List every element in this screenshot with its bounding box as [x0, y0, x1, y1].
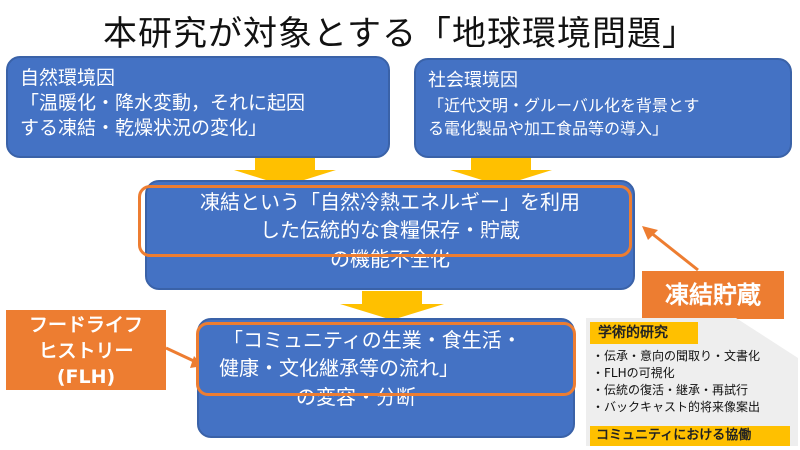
research-footer: コミュニティにおける協働	[590, 426, 790, 446]
flh-pointer-line	[165, 346, 197, 364]
down-arrow-natural	[234, 158, 336, 186]
freeze-line-2: した伝統的な食糧保存・貯蔵	[260, 218, 520, 242]
natural-factor-box: 自然環境因 「温暖化・降水変動，それに起因 する凍結・乾燥状況の変化」	[6, 56, 390, 158]
social-line-1: 「近代文明・グルーバル化を背景とす	[428, 96, 700, 115]
storage-pointer-line	[649, 230, 699, 272]
social-line-2: る電化製品や加工食品等の導入」	[428, 119, 669, 138]
frozen-storage-label: 凍結貯蔵	[642, 271, 784, 319]
down-arrow-social	[450, 158, 552, 186]
change-line-1: 「コミュニティの生業・食生活・	[223, 328, 522, 352]
flh-line-3: (FLH)	[56, 366, 116, 388]
natural-line-2: する凍結・乾燥状況の変化」	[20, 117, 268, 139]
research-item: ・伝統の復活・継承・再試行	[592, 383, 749, 397]
change-highlight-outline	[196, 322, 576, 396]
page-title: 本研究が対象とする「地球環境問題」	[103, 14, 697, 54]
research-panel-bg	[586, 318, 798, 446]
natural-heading: 自然環境因	[20, 67, 116, 89]
flh-line-2: ヒストリー	[38, 340, 134, 362]
food-life-history-label: フードライフ ヒストリー (FLH)	[6, 310, 166, 390]
change-line-3: の変容・分断	[296, 385, 416, 409]
natural-line-1: 「温暖化・降水変動，それに起因	[20, 92, 306, 114]
freeze-dysfunction-box: 凍結という「自然冷熱エネルギー」を利用 した伝統的な食糧保存・貯蔵 の機能不全化	[145, 180, 635, 290]
research-item: ・伝承・意向の聞取り・文書化	[592, 349, 761, 363]
social-heading: 社会環境因	[428, 70, 518, 91]
freeze-line-3: の機能不全化	[330, 247, 450, 271]
research-list: ・伝承・意向の聞取り・文書化 ・FLHの可視化 ・伝統の復活・継承・再試行 ・バ…	[592, 348, 760, 416]
freeze-line-1: 凍結という「自然冷熱エネルギー」を利用	[200, 190, 580, 214]
academic-research-panel: 学術的研究 ・伝承・意向の聞取り・文書化 ・FLHの可視化 ・伝統の復活・継承・…	[586, 318, 798, 446]
research-title: 学術的研究	[590, 322, 698, 344]
research-item: ・FLHの可視化	[592, 366, 675, 380]
down-arrow-center	[340, 291, 444, 320]
social-factor-box: 社会環境因 「近代文明・グルーバル化を背景とす る電化製品や加工食品等の導入」	[414, 58, 792, 158]
flh-line-1: フードライフ	[28, 314, 143, 336]
research-item: ・バックキャスト的将来像案出	[592, 400, 761, 414]
change-line-2: 健康・文化継承等の流れ」	[219, 356, 459, 380]
storage-pointer-head	[642, 226, 658, 240]
community-change-box: 「コミュニティの生業・食生活・ 健康・文化継承等の流れ」 の変容・分断	[197, 318, 575, 438]
freeze-highlight-outline	[138, 185, 632, 257]
